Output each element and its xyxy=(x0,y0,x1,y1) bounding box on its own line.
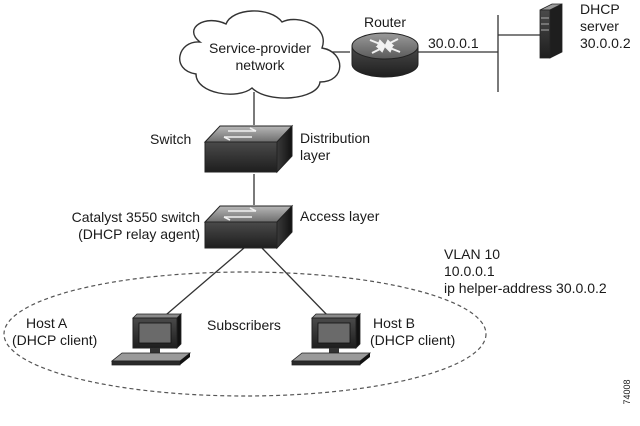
service-provider-cloud: Service-provider network xyxy=(179,10,341,99)
host-a-label-line2: (DHCP client) xyxy=(12,332,97,348)
access-switch-icon xyxy=(203,204,294,250)
host-a-label-line1: Host A xyxy=(26,315,68,331)
dhcp-server-label-line2: server xyxy=(580,18,619,34)
router-interface-ip: 30.0.0.1 xyxy=(428,35,479,51)
cloud-label-line2: network xyxy=(235,57,285,73)
access-layer-label: Access layer xyxy=(300,208,380,224)
host-b-label-line1: Host B xyxy=(373,315,415,331)
dhcp-server-label-line1: DHCP xyxy=(580,1,620,17)
router-label: Router xyxy=(364,14,406,30)
links xyxy=(159,15,540,321)
distribution-switch-icon xyxy=(203,124,294,174)
host-b-computer-icon xyxy=(290,313,372,366)
vlan-label-line3: ip helper-address 30.0.0.2 xyxy=(444,280,607,296)
host-a-computer-icon xyxy=(110,313,192,366)
subscribers-label: Subscribers xyxy=(207,317,281,333)
access-switch-label-line1: Catalyst 3550 switch xyxy=(72,209,200,225)
link-access-hosta xyxy=(159,247,245,321)
subscriber-area xyxy=(3,271,487,397)
router-icon xyxy=(351,32,419,78)
distribution-layer-line2: layer xyxy=(300,147,331,163)
dhcp-server-icon xyxy=(539,3,563,59)
host-b-label-line2: (DHCP client) xyxy=(370,332,455,348)
distribution-switch-label: Switch xyxy=(150,131,191,147)
vlan-label-line1: VLAN 10 xyxy=(444,246,500,262)
link-access-hostb xyxy=(261,247,331,319)
distribution-layer-line1: Distribution xyxy=(300,130,370,146)
figure-id: 74008 xyxy=(622,379,632,404)
vlan-label-line2: 10.0.0.1 xyxy=(444,263,495,279)
dhcp-server-label-line3: 30.0.0.2 xyxy=(580,35,631,51)
cloud-label-line1: Service-provider xyxy=(209,40,311,56)
access-switch-label-line2: (DHCP relay agent) xyxy=(78,226,200,242)
